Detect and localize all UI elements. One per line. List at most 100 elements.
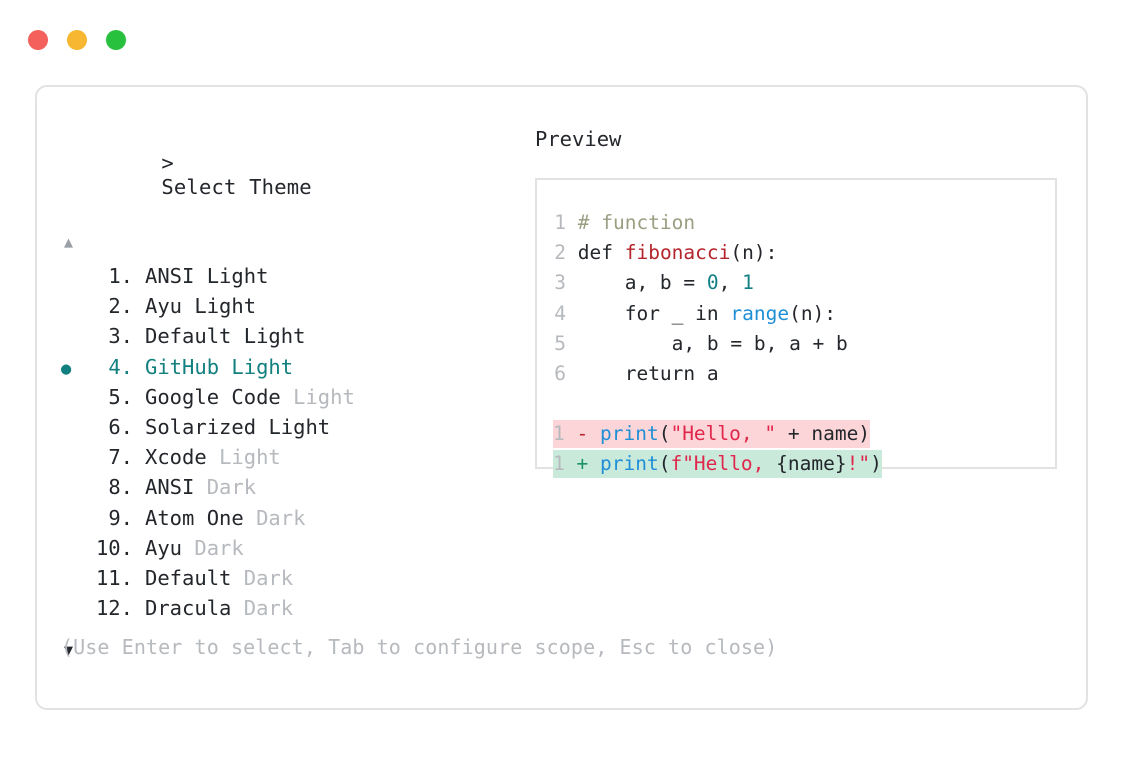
bullet-placeholder: ●: [61, 535, 87, 565]
code-line: 3 a, b = 0, 1: [553, 268, 1055, 298]
theme-item-variant: Dark: [243, 596, 294, 621]
theme-item-name: Dracula: [145, 596, 232, 621]
theme-item-name: Default: [145, 565, 232, 590]
code-token: print: [600, 452, 659, 476]
theme-item-number: 9.: [108, 505, 133, 530]
line-number: 5: [554, 331, 566, 355]
theme-item-name: GitHub: [145, 354, 220, 379]
theme-item-number: 10.: [95, 535, 133, 560]
theme-list-item[interactable]: ● 10. Ayu Dark: [61, 533, 531, 563]
theme-item-variant: Light: [206, 264, 269, 288]
code-token: print: [600, 422, 659, 446]
theme-selector-panel: > Select Theme ▲ ●1.ANSI Light●2.Ayu Lig…: [35, 85, 1088, 710]
theme-item-number: 2.: [108, 294, 133, 319]
theme-item-name: Solarized: [145, 414, 257, 439]
theme-item-variant: Light: [231, 354, 294, 379]
theme-list-item[interactable]: ●4.GitHub Light: [61, 352, 531, 382]
theme-item-number: 5.: [108, 384, 133, 409]
code-token: "Hello, ": [670, 422, 777, 446]
theme-item-variant: Light: [194, 294, 257, 319]
theme-list-item[interactable]: ● 7. Xcode Light: [61, 442, 531, 472]
theme-list-item[interactable]: ● 8. ANSI Dark: [61, 472, 531, 502]
diff-line-number: 1: [553, 452, 565, 476]
theme-list-item[interactable]: ●1.ANSI Light: [61, 261, 531, 291]
diff-line-add: 1 + print(f"Hello, {name}!"): [553, 449, 1055, 479]
code-token: + name): [776, 422, 871, 446]
code-token: f"Hello,: [670, 452, 777, 476]
line-number: 2: [554, 241, 566, 265]
theme-list-item[interactable]: ●6.Solarized Light: [61, 412, 531, 442]
theme-item-variant: Dark: [206, 475, 257, 500]
page-title: Select Theme: [161, 175, 312, 199]
theme-item-variant: Light: [268, 414, 331, 439]
theme-item-variant: Light: [243, 324, 306, 349]
code-token: ): [870, 452, 882, 476]
theme-item-name: Default: [145, 324, 232, 349]
bullet-placeholder: ●: [61, 474, 87, 504]
theme-list-item[interactable]: ●5.Google Code Light: [61, 382, 531, 412]
bullet-placeholder: ●: [61, 293, 87, 323]
code-line: 6 return a: [553, 359, 1055, 389]
theme-item-number: 12.: [95, 596, 133, 621]
code-token: return a: [577, 361, 719, 385]
scroll-down-icon[interactable]: ▼: [64, 641, 74, 660]
code-token: for _ in: [577, 301, 731, 325]
theme-item-name: Xcode: [145, 445, 207, 470]
code-line: 4 for _ in range(n):: [553, 299, 1055, 329]
theme-item-variant: Dark: [243, 565, 294, 590]
bullet-placeholder: ●: [61, 444, 87, 474]
theme-list-item[interactable]: ●3.Default Light: [61, 321, 531, 351]
bullet-placeholder: ●: [61, 505, 87, 535]
theme-item-number: 7.: [108, 445, 133, 470]
minimize-window-dot[interactable]: [67, 30, 87, 50]
code-token: a, b = b, a + b: [577, 331, 848, 355]
theme-item-number: 11.: [95, 565, 133, 590]
code-token: 0: [706, 271, 719, 295]
diff-marker: -: [576, 422, 589, 446]
theme-list-item[interactable]: ●2.Ayu Light: [61, 291, 531, 321]
code-token: # function: [577, 211, 696, 234]
diff-line-body: 1 + print(f"Hello, {name}!"): [553, 450, 882, 479]
code-token: !": [846, 452, 871, 476]
code-token: (n):: [730, 241, 778, 265]
theme-item-variant: Dark: [194, 535, 244, 560]
keyboard-hint: (Use Enter to select, Tab to configure s…: [61, 635, 778, 659]
theme-list-column: > Select Theme ▲ ●1.ANSI Light●2.Ayu Lig…: [61, 127, 531, 661]
code-token: 1: [742, 271, 754, 295]
code-token: (: [658, 422, 671, 446]
theme-item-number: 8.: [108, 475, 133, 500]
code-token: fibonacci: [624, 241, 731, 265]
line-number: 4: [554, 301, 566, 325]
code-token: def: [577, 241, 625, 265]
theme-item-name: ANSI: [145, 475, 195, 500]
theme-item-name: Atom One: [145, 505, 244, 530]
preview-label: Preview: [535, 127, 622, 151]
theme-item-variant: Dark: [256, 505, 306, 530]
scroll-up-icon[interactable]: ▲: [64, 233, 74, 251]
prompt-caret-icon: >: [161, 151, 174, 175]
theme-list-item[interactable]: ●11.Default Dark: [61, 563, 531, 593]
diff-marker: +: [576, 452, 589, 476]
code-line: 5 a, b = b, a + b: [553, 329, 1055, 359]
close-window-dot[interactable]: [28, 30, 48, 50]
theme-item-name: Ayu: [145, 535, 183, 560]
maximize-window-dot[interactable]: [106, 30, 126, 50]
theme-item-number: 6.: [108, 414, 133, 439]
code-token: range: [730, 301, 790, 325]
code-token: ,: [718, 271, 743, 295]
diff-line-body: 1 - print("Hello, " + name): [553, 420, 871, 449]
theme-item-name: ANSI: [145, 264, 195, 288]
code-line: 2 def fibonacci(n):: [553, 238, 1055, 268]
theme-list-item[interactable]: ● 12. Dracula Dark: [61, 593, 531, 623]
theme-list: ●1.ANSI Light●2.Ayu Light●3.Default Ligh…: [61, 261, 531, 623]
diff-line-del: 1 - print("Hello, " + name): [553, 419, 1055, 449]
bullet-placeholder: ●: [61, 384, 87, 414]
theme-list-item[interactable]: ● 9. Atom One Dark: [61, 503, 531, 533]
bullet-placeholder: ●: [61, 595, 87, 625]
theme-item-variant: Light: [219, 445, 281, 470]
theme-item-number: 4.: [108, 354, 133, 379]
code-spacer: [553, 389, 1055, 419]
code-line: 1 # function: [553, 208, 1055, 238]
bullet-placeholder: ●: [61, 263, 87, 293]
